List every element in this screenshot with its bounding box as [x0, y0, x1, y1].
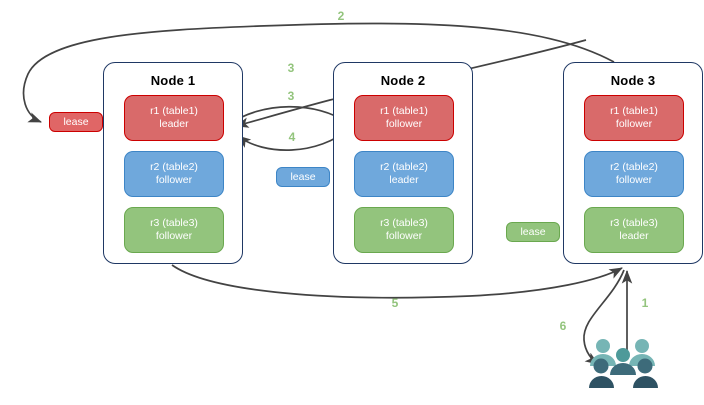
replica-role: follower — [155, 174, 193, 186]
node-1-title: Node 1 — [150, 73, 196, 88]
replica-role: follower — [385, 230, 423, 242]
lease-chip-r1[interactable]: lease — [49, 112, 103, 132]
edge-label-5: 5 — [391, 296, 399, 310]
node-2-box[interactable]: Node 2 r1 (table1) follower r2 (table2) … — [333, 62, 473, 264]
node-2-replica-r1[interactable]: r1 (table1) follower — [354, 95, 454, 141]
replica-name: r2 (table2) — [150, 161, 198, 173]
lease-chip-r2[interactable]: lease — [276, 167, 330, 187]
node-2-replica-r2[interactable]: r2 (table2) leader — [354, 151, 454, 197]
replica-name: r2 (table2) — [610, 161, 658, 173]
node-1-box[interactable]: Node 1 r1 (table1) leader r2 (table2) fo… — [103, 62, 243, 264]
node-2-replica-r3[interactable]: r3 (table3) follower — [354, 207, 454, 253]
replica-name: r1 (table1) — [380, 105, 428, 117]
replica-name: r1 (table1) — [150, 105, 198, 117]
node-3-replica-r1[interactable]: r1 (table1) follower — [584, 95, 684, 141]
replica-name: r2 (table2) — [380, 161, 428, 173]
replica-name: r3 (table3) — [150, 217, 198, 229]
replica-role: follower — [615, 174, 653, 186]
people-group-icon[interactable] — [589, 337, 663, 389]
node-1-replica-r3[interactable]: r3 (table3) follower — [124, 207, 224, 253]
lease-chip-r3[interactable]: lease — [506, 222, 560, 242]
node-3-title: Node 3 — [610, 73, 656, 88]
node-2-title: Node 2 — [380, 73, 426, 88]
edge-label-1: 1 — [641, 296, 649, 310]
replica-name: r3 (table3) — [610, 217, 658, 229]
replica-role: follower — [615, 118, 653, 130]
edge-label-2: 2 — [337, 9, 345, 23]
node-3-replica-r3[interactable]: r3 (table3) leader — [584, 207, 684, 253]
edge-label-6: 6 — [559, 319, 567, 333]
node-1-replica-r2[interactable]: r2 (table2) follower — [124, 151, 224, 197]
edge-5-path — [171, 264, 623, 299]
edge-label-4: 4 — [288, 130, 296, 144]
node-3-replica-r2[interactable]: r2 (table2) follower — [584, 151, 684, 197]
edge-label-3b: 3 — [287, 89, 295, 103]
edge-3b-path — [227, 105, 349, 126]
node-1-replica-r1[interactable]: r1 (table1) leader — [124, 95, 224, 141]
replica-role: follower — [385, 118, 423, 130]
replica-role: leader — [389, 174, 419, 186]
replica-role: leader — [159, 118, 189, 130]
replica-role: follower — [155, 230, 193, 242]
replica-name: r1 (table1) — [610, 105, 658, 117]
replica-name: r3 (table3) — [380, 217, 428, 229]
replica-role: leader — [619, 230, 649, 242]
node-3-box[interactable]: Node 3 r1 (table1) follower r2 (table2) … — [563, 62, 703, 264]
edge-label-3a: 3 — [287, 61, 295, 75]
